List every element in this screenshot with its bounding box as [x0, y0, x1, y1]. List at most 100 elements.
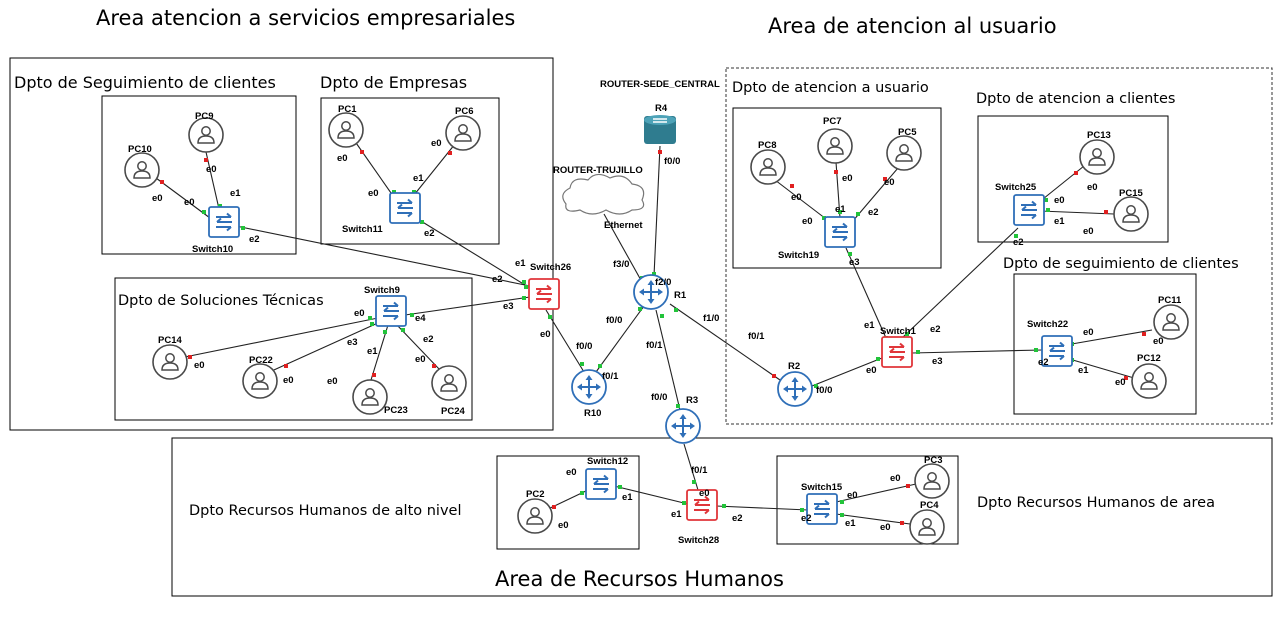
pc6-label: PC6 — [455, 106, 473, 117]
link-sw9-sw26 — [404, 296, 531, 316]
switch25-icon[interactable] — [1013, 194, 1045, 226]
port-label: f0/1 — [748, 331, 765, 342]
dpto-seguimiento-clientes-2-box — [1013, 273, 1197, 415]
pc8-icon[interactable] — [750, 149, 786, 185]
port-label: e1 — [622, 492, 633, 503]
port-label: e0 — [847, 490, 858, 501]
link-pc15-sw25 — [1039, 210, 1115, 215]
pc2-label: PC2 — [526, 489, 544, 500]
link-r1-r3 — [655, 309, 681, 411]
pc10-icon[interactable] — [124, 152, 160, 188]
link-sw1-sw25 — [901, 227, 1019, 339]
pc7-icon[interactable] — [817, 128, 853, 164]
port-label: e0 — [1083, 226, 1094, 237]
port-label: e2 — [249, 234, 260, 245]
dpto-rrhh-area-box — [776, 455, 959, 545]
switch26-label: Switch26 — [530, 262, 571, 273]
link-pc23-sw9 — [370, 324, 389, 381]
port-label: e1 — [864, 320, 875, 331]
switch28-label: Switch28 — [678, 535, 719, 546]
port-label: e0 — [866, 365, 877, 376]
switch12-icon[interactable] — [585, 468, 617, 500]
link-sw11-sw26 — [415, 217, 531, 289]
pc15-icon[interactable] — [1113, 196, 1149, 232]
link-sw26-r10 — [545, 309, 585, 373]
dpto-rrhh-alto-box — [496, 455, 640, 550]
switch1-icon[interactable] — [881, 336, 913, 368]
r10-router-icon[interactable] — [571, 369, 607, 405]
switch9-icon[interactable] — [375, 295, 407, 327]
port-label: e0 — [842, 173, 853, 184]
link-pc22-sw9 — [264, 321, 381, 375]
pc1-label: PC1 — [338, 104, 357, 115]
pc24-icon[interactable] — [431, 365, 467, 401]
pc6-icon[interactable] — [445, 115, 481, 151]
port-label: e3 — [849, 257, 860, 268]
switch10-icon[interactable] — [208, 206, 240, 238]
port-label: e0 — [1115, 377, 1126, 388]
port-label: e0 — [1153, 336, 1164, 347]
pc13-icon[interactable] — [1079, 139, 1115, 175]
pc5-icon[interactable] — [886, 135, 922, 171]
port-label: e1 — [1078, 365, 1089, 376]
r3-router-icon[interactable] — [665, 408, 701, 444]
pc14-label: PC14 — [158, 335, 182, 346]
pc22-icon[interactable] — [242, 363, 278, 399]
port-label: e1 — [230, 188, 241, 199]
pc4-icon[interactable] — [909, 509, 945, 545]
port-label: e0 — [540, 329, 551, 340]
port-label: e1 — [367, 346, 378, 357]
switch26-icon[interactable] — [528, 278, 560, 310]
link-pc6-sw11 — [409, 143, 456, 201]
area-usuario-title: Area de atencion al usuario — [768, 14, 1057, 38]
pc22-label: PC22 — [249, 355, 273, 366]
port-labels: e0 e1 e0 e0 e2 e0 e0 e0 e1 e2 e1 e2 e3 e… — [152, 138, 1164, 533]
pc12-label: PC12 — [1137, 353, 1161, 364]
router-trujillo-cloud-icon[interactable] — [562, 173, 645, 215]
port-label: f0/0 — [651, 392, 667, 403]
links — [155, 139, 1153, 525]
dpto-empresas-box — [320, 97, 500, 245]
switch15-label: Switch15 — [801, 482, 843, 493]
port-label: e0 — [699, 488, 710, 499]
port-label: e3 — [932, 356, 943, 367]
link-sw1-sw19 — [845, 247, 887, 339]
pc14-icon[interactable] — [152, 344, 188, 380]
pc9-icon[interactable] — [188, 117, 224, 153]
port-label: e3 — [347, 337, 358, 348]
pc12-icon[interactable] — [1131, 363, 1167, 399]
link-pc10-sw10 — [155, 177, 211, 219]
titles: Area atencion a servicios empresariales … — [14, 6, 1239, 591]
pc23-label: PC23 — [384, 405, 408, 416]
pc23-icon[interactable] — [352, 379, 388, 415]
switch11-icon[interactable] — [389, 192, 421, 224]
switch19-icon[interactable] — [824, 216, 856, 248]
port-label: e3 — [503, 301, 514, 312]
pc7-label: PC7 — [823, 116, 841, 127]
pc2-icon[interactable] — [517, 498, 553, 534]
dpto-seguimiento-box — [101, 95, 297, 255]
link-r2-sw1 — [811, 357, 883, 387]
port-label: e4 — [415, 313, 426, 324]
router-sede-central-label: ROUTER-SEDE_CENTRAL — [600, 79, 720, 90]
pc11-icon[interactable] — [1153, 304, 1189, 340]
port-label: e0 — [415, 354, 426, 365]
dpto-atencion-usuario-title: Dpto de atencion a usuario — [732, 80, 929, 96]
port-label: e0 — [184, 197, 195, 208]
dpto-atencion-usuario-box — [732, 107, 942, 269]
r2-router-icon[interactable] — [777, 371, 813, 407]
r4-label: R4 — [655, 103, 668, 114]
pc8-label: PC8 — [758, 140, 776, 151]
r4-router-icon[interactable] — [643, 114, 677, 145]
port-label: e0 — [1054, 195, 1065, 206]
pc10-label: PC10 — [128, 144, 152, 155]
port-label: e1 — [1054, 216, 1065, 227]
link-pc8-sw19 — [774, 179, 831, 223]
pc3-icon[interactable] — [914, 463, 950, 499]
port-label: e1 — [515, 258, 526, 269]
port-label: e1 — [413, 173, 424, 184]
dpto-empresas-title: Dpto de Empresas — [320, 73, 467, 92]
pc1-icon[interactable] — [328, 112, 364, 148]
pc13-label: PC13 — [1087, 130, 1111, 141]
